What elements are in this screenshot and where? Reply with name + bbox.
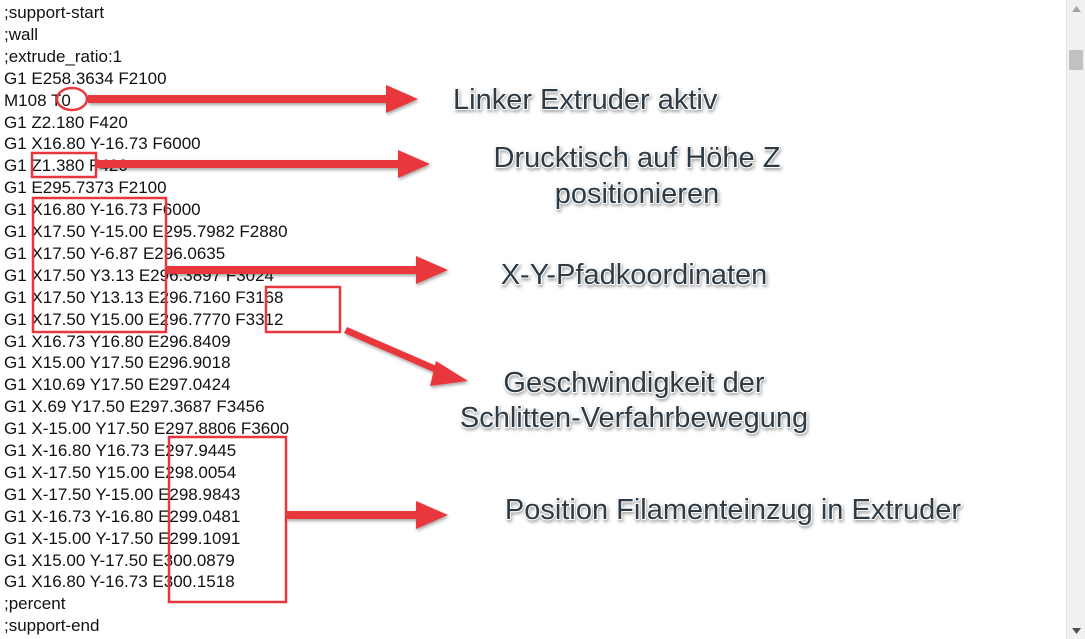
code-line: G1 X16.80 Y-16.73 F6000 (4, 134, 201, 154)
code-line: ;wall (4, 24, 39, 44)
code-line: G1 X16.73 Y16.80 E296.8409 (4, 331, 231, 351)
code-line: G1 X15.00 Y-17.50 E300.0879 (4, 550, 235, 570)
code-line: G1 X17.50 Y-6.87 E296.0635 (4, 243, 226, 263)
code-line: G1 X10.69 Y17.50 E297.0424 (4, 375, 231, 395)
code-line: G1 X17.50 Y13.13 E296.7160 F3168 (4, 287, 284, 307)
code-line: G1 E258.3634 F2100 (4, 68, 167, 88)
code-line: G1 X-16.73 Y-16.80 E299.0481 (4, 506, 241, 526)
code-line: G1 X16.80 Y-16.73 F6000 (4, 200, 201, 220)
code-line: G1 X-15.00 Y17.50 E297.8806 F3600 (4, 419, 290, 439)
scroll-up-button[interactable] (1067, 0, 1085, 17)
code-line: G1 X-15.00 Y-17.50 E299.1091 (4, 528, 241, 548)
code-line: G1 Z2.180 F420 (4, 112, 128, 132)
code-line: G1 X17.50 Y3.13 E296.3897 F3024 (4, 265, 275, 285)
code-line: ;extrude_ratio:1 (4, 46, 123, 66)
code-line: M108 T0 (4, 90, 71, 110)
triangle-down-icon (1071, 627, 1081, 634)
scroll-down-button[interactable] (1067, 622, 1085, 639)
code-line: G1 X-16.80 Y16.73 E297.9445 (4, 441, 237, 460)
code-line: ;support-start (4, 3, 105, 22)
code-line: ;percent (4, 594, 66, 614)
code-line: G1 X-17.50 Y15.00 E298.0054 (4, 462, 237, 482)
scrollbar-thumb[interactable] (1069, 50, 1083, 70)
code-line: G1 X.69 Y17.50 E297.3687 F3456 (4, 397, 265, 417)
vertical-scrollbar[interactable] (1066, 0, 1085, 639)
code-line: G1 E295.7373 F2100 (4, 178, 167, 198)
triangle-up-icon (1071, 5, 1081, 12)
code-line: G1 X-17.50 Y-15.00 E298.9843 (4, 484, 241, 504)
code-line: G1 X15.00 Y17.50 E296.9018 (4, 353, 231, 373)
code-line: G1 X17.50 Y-15.00 E295.7982 F2880 (4, 222, 288, 241)
code-line: G1 X16.80 Y-16.73 E300.1518 (4, 572, 235, 592)
code-line: G1 Z1.380 F420 (4, 156, 128, 176)
code-line: G1 X17.50 Y15.00 E296.7770 F3312 (4, 309, 284, 329)
code-line: ;support-end (4, 616, 100, 636)
